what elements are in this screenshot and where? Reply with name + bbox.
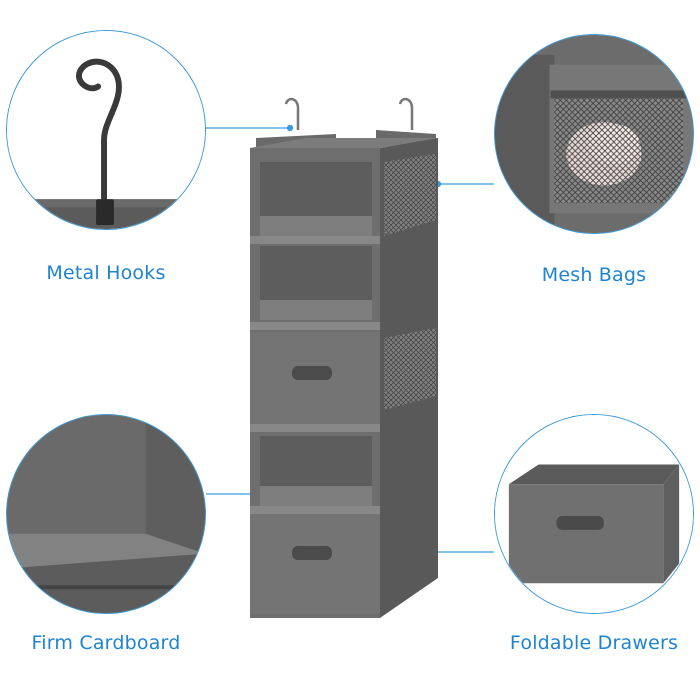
mesh-pocket-icon — [494, 34, 694, 234]
drawers-label: Foldable Drawers — [509, 632, 679, 654]
drawer-lower — [250, 514, 380, 614]
mesh-pocket-lower — [384, 328, 436, 410]
hanger-hook-icon — [6, 30, 206, 230]
mesh-label: Mesh Bags — [541, 264, 647, 286]
drawer-box-icon — [494, 414, 694, 614]
hanging-organizer-illustration — [250, 97, 438, 618]
mesh-pocket-upper — [384, 154, 436, 236]
drawer-lower-handle — [292, 546, 332, 560]
cardboard-label: Firm Cardboard — [31, 632, 181, 654]
right-hook — [398, 97, 414, 130]
drawer-upper-handle — [292, 366, 332, 380]
shelf-board-icon — [6, 414, 206, 614]
hooks-label: Metal Hooks — [46, 262, 166, 284]
left-hook — [284, 97, 300, 130]
